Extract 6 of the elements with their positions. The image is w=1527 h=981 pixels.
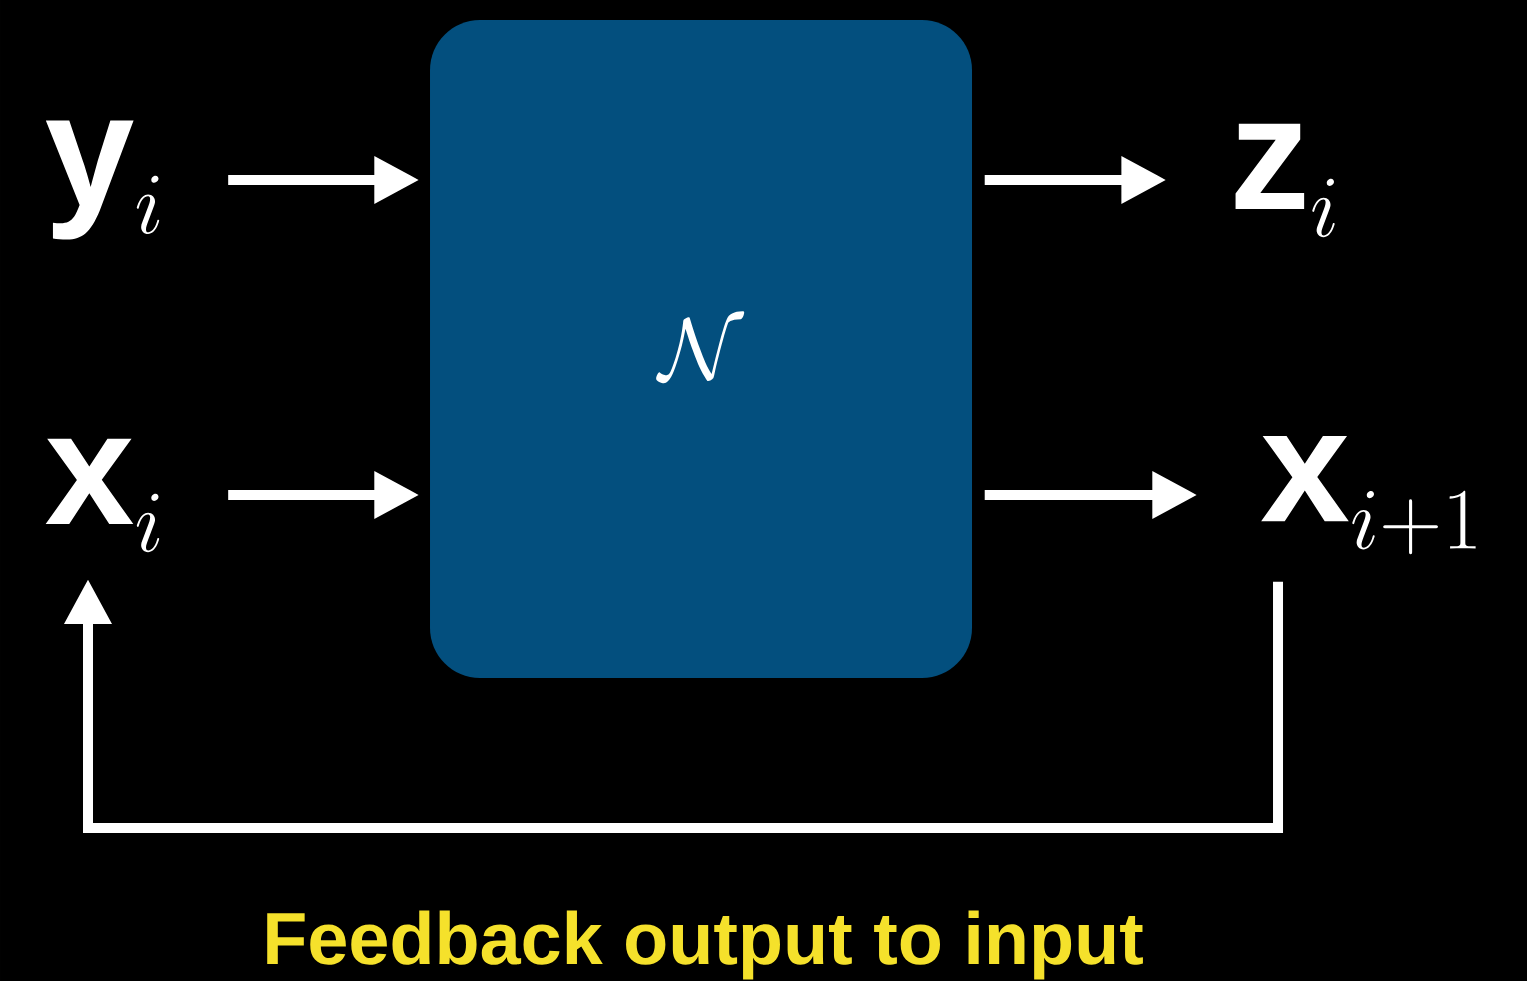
math-variable: $\mathbf{y}_i$ <box>45 120 160 240</box>
edge-label: Feedback output to input <box>267 910 1143 980</box>
math-variable: $\mathbf{z}_i$ <box>1235 123 1335 238</box>
math-variable: $\mathbf{x}_{i+1}$ <box>1261 435 1476 555</box>
network-box: $\mathcal{N}$ <box>430 20 972 678</box>
math-variable: $\mathbf{x}_i$ <box>45 438 160 553</box>
